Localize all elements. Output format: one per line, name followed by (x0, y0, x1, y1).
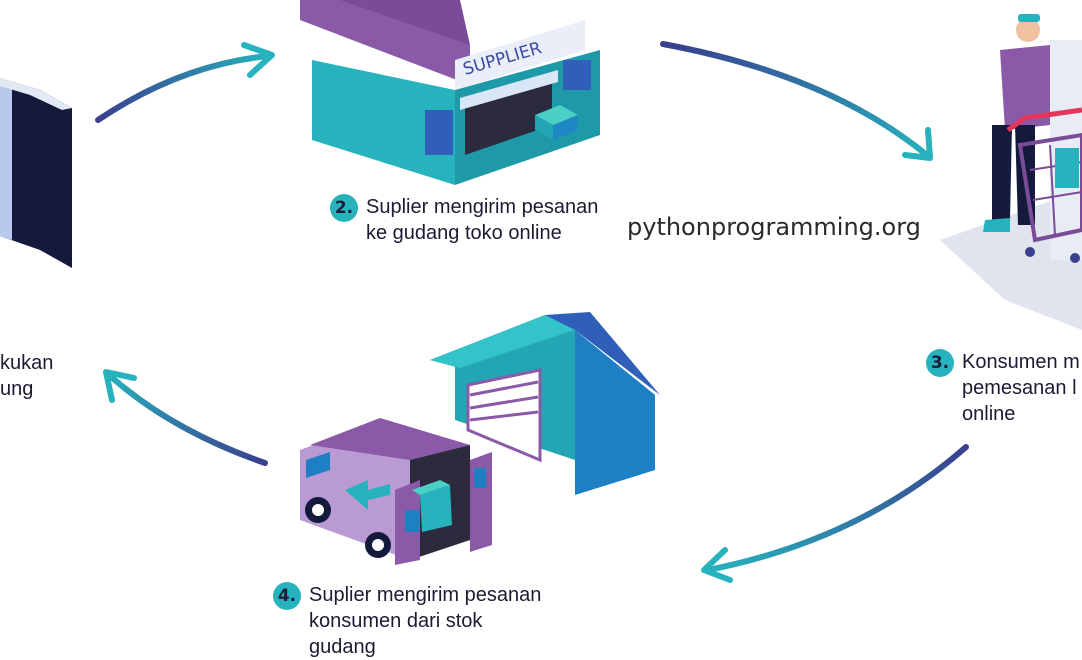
step-2-line-2: ke gudang toko online (366, 222, 562, 244)
step-number-badge: 2. (330, 194, 358, 222)
watermark-text: pythonprogramming.org (627, 213, 921, 241)
step-1-line-2: ung (0, 378, 34, 400)
step-1-partial-text: kukan ung (0, 350, 53, 402)
arrow-to-supplier (95, 42, 275, 123)
step-4-line-2: konsumen dari stok (309, 610, 483, 632)
step-3: 3. Konsumen m pemesanan l online (926, 349, 1080, 427)
step-3-line-2: pemesanan l (962, 377, 1077, 399)
warehouse-building (430, 312, 660, 495)
arrow-to-van (701, 444, 969, 583)
step-4-text: Suplier mengirim pesanan konsumen dari s… (309, 582, 541, 660)
step-1-line-1: kukan (0, 352, 54, 374)
step-number-badge: 3. (926, 349, 954, 377)
step-2: 2. Suplier mengirim pesanan ke gudang to… (330, 194, 598, 246)
step-4-line-1: Suplier mengirim pesanan (309, 584, 542, 606)
arrow-to-left-step (103, 369, 268, 466)
step-number-badge: 4. (273, 582, 301, 610)
arrow-to-consumer (660, 41, 933, 161)
step-2-text: Suplier mengirim pesanan ke gudang toko … (366, 194, 598, 246)
supplier-building: SUPPLIER (300, 0, 600, 185)
step-2-line-1: Suplier mengirim pesanan (366, 196, 599, 218)
cycle-diagram: SUPPLIER (0, 0, 1082, 583)
step-4-line-3: gudang (309, 636, 376, 658)
step-3-line-1: Konsumen m (962, 351, 1080, 373)
consumer-illustration (940, 14, 1082, 330)
step-4: 4. Suplier mengirim pesanan konsumen dar… (273, 582, 541, 660)
delivery-van (300, 418, 492, 565)
step-3-line-3: online (962, 403, 1016, 425)
step-3-text: Konsumen m pemesanan l online (962, 349, 1080, 427)
phone-illustration (0, 78, 72, 268)
